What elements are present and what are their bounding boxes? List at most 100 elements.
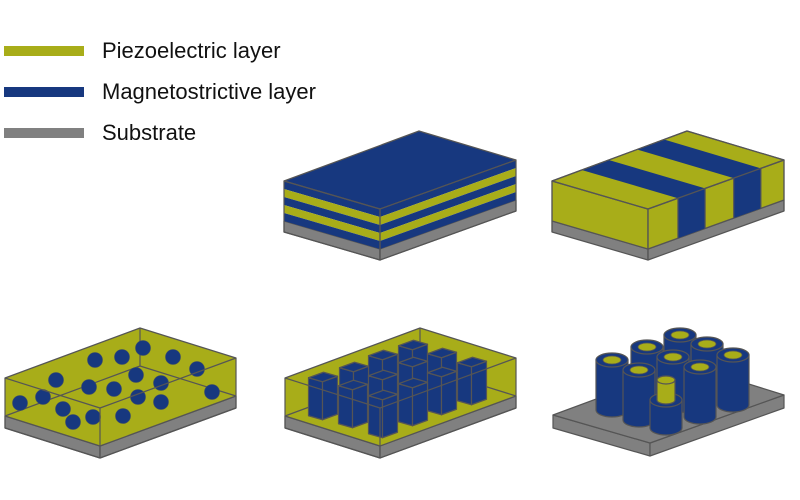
magneto-particle [153,375,169,391]
edge-line [4,415,101,447]
magneto-particle [114,349,130,365]
magneto-pillar [307,371,339,421]
magneto-stripe-top [581,160,706,199]
magneto-pillar [367,389,399,439]
pillar-side [411,381,429,427]
magneto-shell-rod [595,352,629,418]
pillar-top [456,356,488,368]
structure-particles [4,327,237,459]
magneto-pillar [426,366,458,416]
piezo-core [602,355,622,365]
edge-line [99,395,237,447]
rod-body [683,366,717,425]
piezo-layer [284,205,380,241]
structure-multilayer [283,130,517,261]
rod-top [656,375,676,385]
edge-line [284,415,381,447]
magneto-particle [153,394,169,410]
magneto-particle [87,352,103,368]
pillar-front [426,372,443,416]
pillar-top [337,379,369,391]
piezo-core [670,330,690,340]
edge-line [139,365,237,397]
pillar-side [440,370,458,416]
pillar-front [456,362,473,406]
legend-item-magnetostrictive: Magnetostrictive layer [4,71,316,112]
piezo-layer [380,168,516,225]
pillar-top [307,371,339,383]
piezo-core [690,362,710,372]
structure-pillars [284,327,517,459]
magneto-pillar [456,356,488,406]
piezo-core [663,352,683,362]
pillar-front [307,377,324,421]
magneto-particle [55,401,71,417]
outline [379,159,517,261]
legend-item-substrate: Substrate [4,112,316,153]
magneto-particle [48,372,64,388]
pillar-front [397,383,414,427]
piezo-core [697,339,717,349]
pillar-side [381,393,399,439]
pillar-top [338,361,370,373]
legend-label: Magnetostrictive layer [102,78,316,104]
pillar-top [367,349,399,361]
piezo-core [629,365,649,375]
magneto-layer [284,181,380,217]
magneto-particle [106,381,122,397]
piezo-layer [284,189,380,225]
legend-item-piezoelectric: Piezoelectric layer [4,30,316,71]
magneto-particle [65,414,81,430]
magneto-shell-rod [716,347,750,413]
magneto-stripe-top [637,139,761,179]
structure-core-shell-rods [552,327,785,457]
pillar-top [397,356,429,368]
pillar-side [321,375,339,421]
edge-line [4,427,101,459]
pillar-top [367,369,399,381]
magneto-pillar [337,379,369,429]
magneto-layer [284,197,380,233]
magneto-layer [284,213,380,249]
magneto-stripe-side [733,168,761,219]
piezo-core [723,350,743,360]
pillar-top [397,377,429,389]
rod-body [716,354,750,413]
pillar-front [337,385,354,429]
magneto-particle [12,395,28,411]
magneto-particle [85,409,101,425]
edge-line [379,407,517,459]
edge-line [4,365,141,417]
magneto-layer [380,160,516,217]
legend-label: Piezoelectric layer [102,37,281,63]
magneto-layer [380,192,516,249]
pillar-top [397,339,429,351]
piezo-layer [380,184,516,241]
magneto-pillar [397,377,429,427]
magneto-shell-rod [622,362,656,428]
structure-stripes [551,130,785,261]
pillar-side [351,383,369,429]
magneto-particle [128,367,144,383]
rod-body [656,379,676,405]
magneto-particle [165,349,181,365]
piezo-core-exposed [656,375,676,405]
magneto-shell-rod [683,359,717,425]
substrate-swatch [4,127,84,138]
magneto-particle [81,379,97,395]
pillar-top [426,366,458,378]
magneto-swatch [4,86,84,97]
pillar-top [367,389,399,401]
piezo-swatch [4,45,84,56]
pillar-side [470,360,488,406]
piezo-core [637,342,657,352]
edge-line [379,395,517,447]
edge-line [284,427,381,459]
legend-label: Substrate [102,119,197,145]
edge-line [99,407,237,459]
magneto-particle [115,408,131,424]
magneto-layer [380,176,516,233]
magneto-particle [135,340,151,356]
magneto-particle [204,384,220,400]
